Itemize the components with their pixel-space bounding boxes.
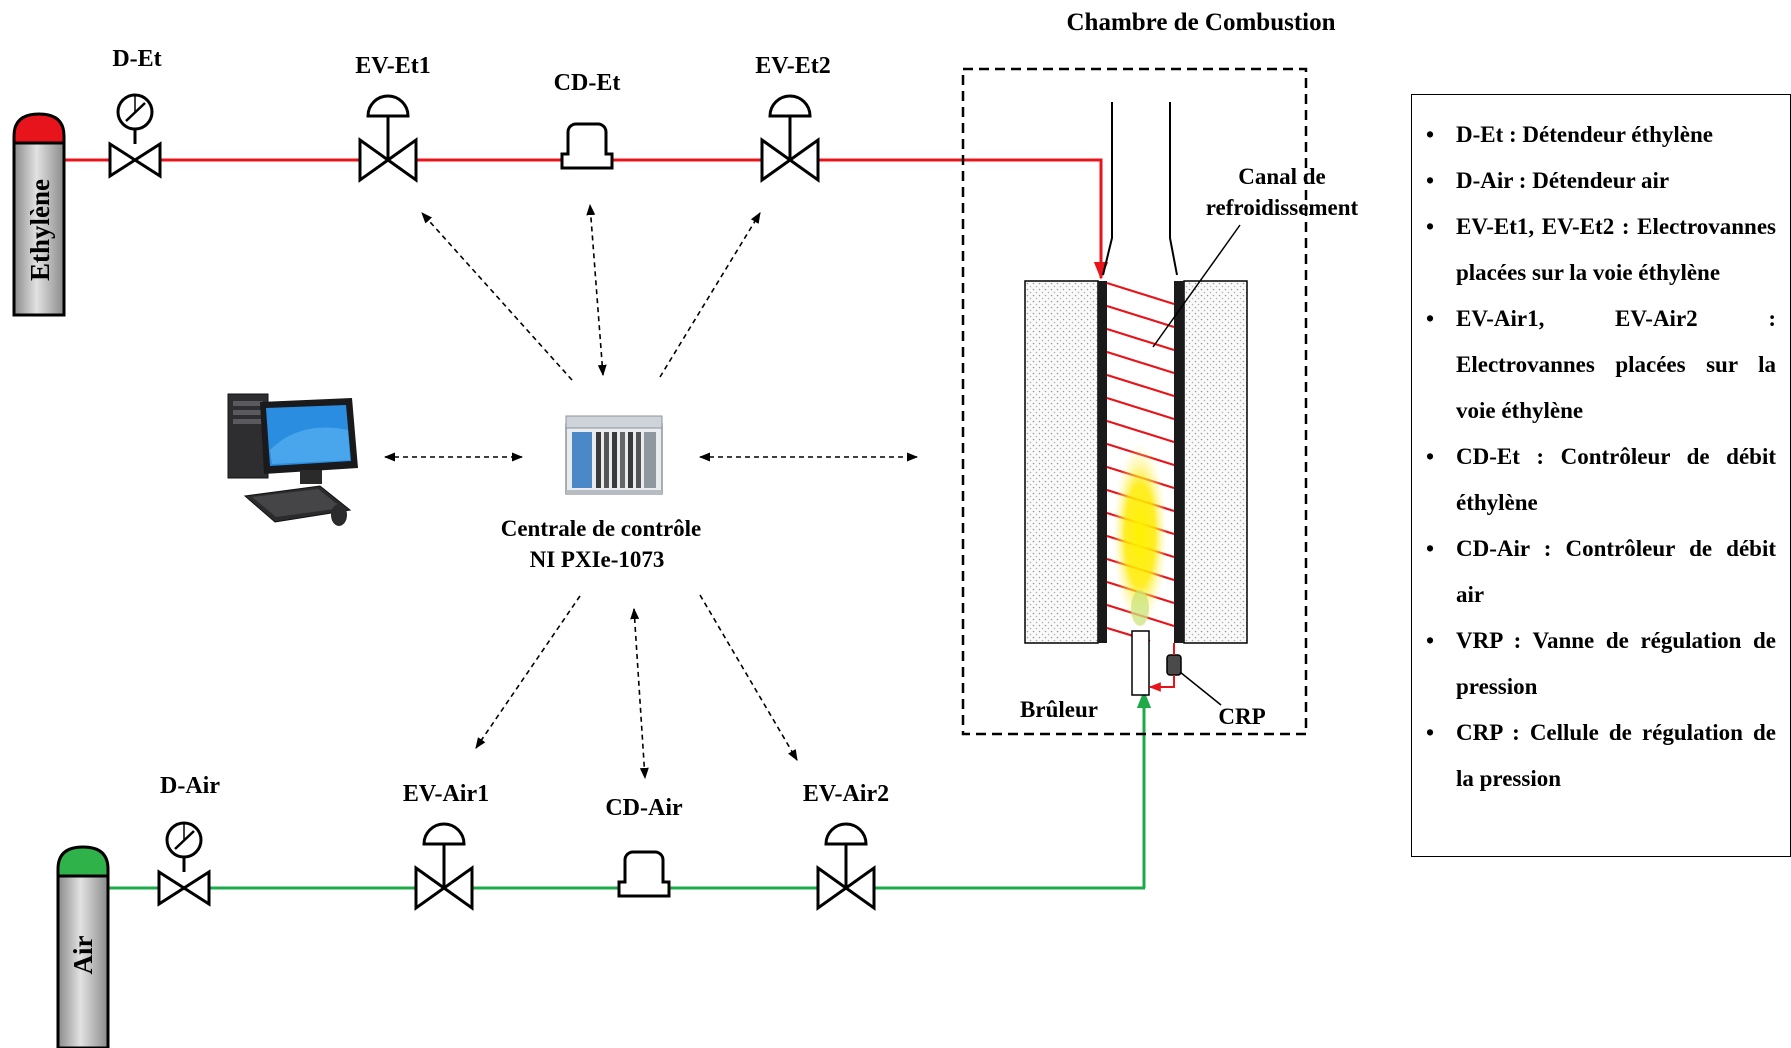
legend-item: •VRP : Vanne de régulation de pression (1426, 628, 1776, 699)
ev-et2-valve (760, 94, 820, 182)
ev-et2-label: EV-Et2 (755, 53, 831, 79)
controller-label-line1: Centrale de contrôle (501, 516, 702, 541)
legend-item: •D-Air : Détendeur air (1426, 168, 1670, 193)
air-cylinder-label: Air (68, 935, 98, 974)
cd-et-flow-controller (560, 122, 614, 170)
air-cylinder: Air (56, 845, 110, 1048)
combustion-chamber (1024, 102, 1248, 706)
ethylene-cylinder: Ethylène (12, 112, 66, 317)
burner-label: Brûleur (1020, 697, 1098, 722)
computer-icon (227, 393, 358, 526)
d-et-regulator (108, 93, 162, 179)
ev-air2-valve (816, 822, 876, 910)
legend-item: •CD-Et : Contrôleur de débit éthylène (1426, 444, 1776, 515)
legend-item: •D-Et : Détendeur éthylène (1426, 122, 1713, 147)
legend-box: •D-Et : Détendeur éthylène •D-Air : Déte… (1411, 94, 1791, 857)
cooling-channel-label-line1: Canal de (1238, 164, 1326, 189)
d-et-label: D-Et (112, 46, 161, 72)
ev-air2-label: EV-Air2 (803, 781, 889, 807)
cd-air-flow-controller (617, 850, 671, 898)
chamber-title: Chambre de Combustion (1066, 9, 1335, 36)
d-air-regulator (157, 821, 211, 907)
flame (1113, 443, 1167, 627)
legend-item: •EV-Et1, EV-Et2 : Electrovannes placées … (1426, 214, 1776, 285)
ev-et1-label: EV-Et1 (355, 53, 431, 79)
legend-item: •CD-Air : Contrôleur de débit air (1426, 536, 1776, 607)
cooling-channel-label-line2: refroidissement (1206, 195, 1359, 220)
ethylene-cylinder-label: Ethylène (25, 179, 55, 281)
controller-label-line2: NI PXIe-1073 (530, 547, 665, 572)
ev-et1-valve (358, 94, 418, 182)
d-air-label: D-Air (160, 773, 220, 799)
legend-item: •CRP : Cellule de régulation de la press… (1426, 720, 1776, 791)
crp-label: CRP (1218, 704, 1265, 729)
cd-et-label: CD-Et (554, 70, 621, 96)
ethylene-line (64, 158, 1109, 280)
ni-pxie-controller-icon (565, 415, 663, 495)
ev-air1-label: EV-Air1 (403, 781, 489, 807)
crp-pressure-cell (1166, 654, 1182, 676)
cd-air-label: CD-Air (605, 795, 683, 821)
ev-air1-valve (414, 822, 474, 910)
burner (1131, 630, 1150, 696)
combustion-chamber-boundary (961, 67, 1308, 736)
communication-arrows (383, 203, 919, 780)
legend-item: •EV-Air1, EV-Air2 : Electrovannes placée… (1426, 306, 1776, 423)
